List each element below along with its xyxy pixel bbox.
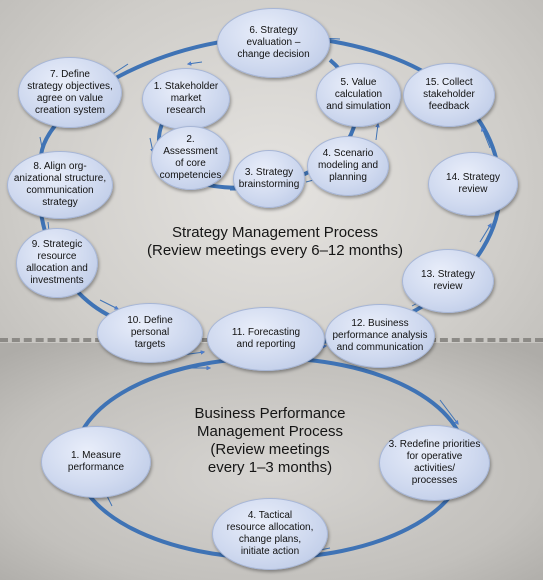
arrowhead	[439, 399, 458, 424]
step-label: 7. Define strategy objectives, agree on …	[27, 68, 113, 116]
arrowhead	[99, 299, 118, 309]
step-3-strategy-brainstorming: 3. Strategy brainstorming	[233, 150, 305, 208]
step-12-business-performance-analysis: 12. Business performance analysis and co…	[325, 304, 435, 368]
step-label: 3. Redefine priorities for operative act…	[388, 439, 481, 486]
performance-process-title: Business Performance Management Process …	[194, 405, 346, 476]
step-label: 3. Strategy brainstorming	[238, 167, 300, 190]
step-label: 14. Strategy review	[446, 172, 500, 195]
step-8-align-organizational-structure: 8. Align org- anizational structure, com…	[7, 151, 113, 219]
step-label: 11. Forecasting and reporting	[231, 327, 301, 350]
step-label: 1. Stakeholder market research	[153, 81, 219, 116]
perf-step-1-measure-performance: 1. Measure performance	[41, 426, 151, 498]
arrowhead	[376, 124, 378, 141]
step-5-value-calculation: 5. Value calculation and simulation	[316, 63, 401, 127]
step-7-define-strategy-objectives: 7. Define strategy objectives, agree on …	[18, 57, 122, 128]
step-1-stakeholder-market-research: 1. Stakeholder market research	[142, 68, 230, 130]
step-label: 6. Strategy evaluation – change decision	[237, 25, 310, 60]
step-4-scenario-modeling: 4. Scenario modeling and planning	[307, 136, 389, 196]
step-6-strategy-evaluation: 6. Strategy evaluation – change decision	[217, 8, 330, 78]
arrowhead	[188, 62, 203, 64]
step-label: 15. Collect stakeholder feedback	[423, 77, 475, 112]
step-11-forecasting-and-reporting: 11. Forecasting and reporting	[207, 307, 325, 371]
step-label: 4. Tactical resource allocation, change …	[226, 510, 314, 557]
step-label: 2. Assessment of core competencies	[159, 134, 222, 181]
perf-step-4-tactical-resource-allocation: 4. Tactical resource allocation, change …	[212, 498, 328, 570]
step-label: 9. Strategic resource allocation and inv…	[26, 239, 88, 286]
step-label: 5. Value calculation and simulation	[326, 77, 391, 112]
step-label: 1. Measure performance	[67, 450, 125, 473]
step-9-strategic-resource-allocation: 9. Strategic resource allocation and inv…	[16, 228, 98, 298]
step-13-strategy-review: 13. Strategy review	[402, 249, 494, 313]
step-2-assessment-of-core-competencies: 2. Assessment of core competencies	[151, 126, 230, 190]
step-14-strategy-review: 14. Strategy review	[428, 152, 518, 216]
step-label: 4. Scenario modeling and planning	[317, 148, 379, 183]
step-label: 12. Business performance analysis and co…	[332, 318, 428, 353]
step-15-collect-stakeholder-feedback: 15. Collect stakeholder feedback	[403, 63, 495, 127]
step-label: 8. Align org- anizational structure, com…	[13, 161, 107, 208]
arrowhead	[482, 128, 491, 149]
strategy-process-title: Strategy Management Process (Review meet…	[147, 224, 403, 259]
step-label: 13. Strategy review	[421, 269, 475, 292]
perf-step-3-redefine-priorities: 3. Redefine priorities for operative act…	[379, 425, 490, 501]
step-10-define-personal-targets: 10. Define personal targets	[97, 303, 203, 363]
arrowhead	[479, 224, 491, 243]
step-label: 10. Define personal targets	[127, 315, 173, 350]
